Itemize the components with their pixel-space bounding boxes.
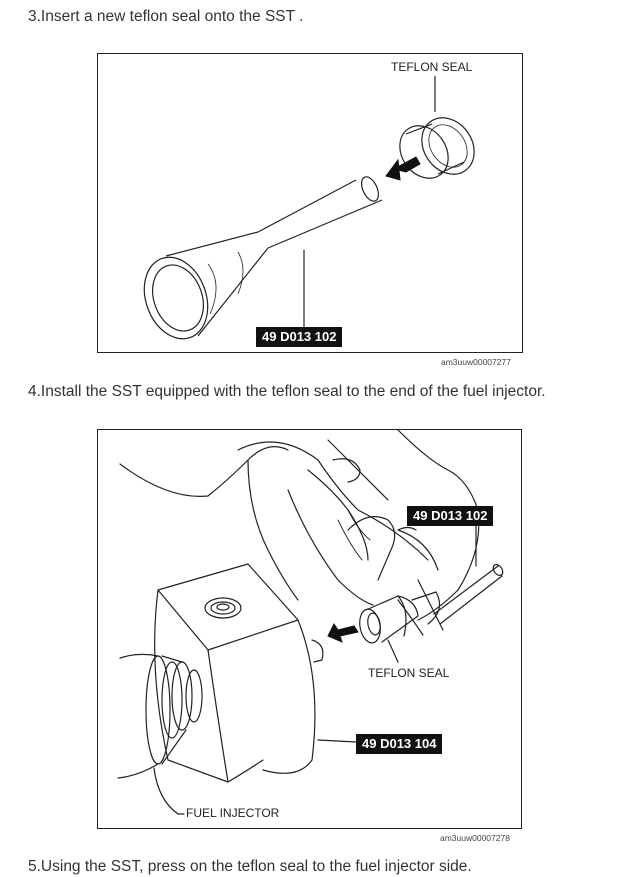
part-number-bottom-badge: 49 D013 104 (356, 734, 443, 754)
step-3-text: 3.Insert a new teflon seal onto the SST … (28, 8, 304, 25)
figure-2-install-sst: 49 D013 102 TEFLON SEAL 49 D013 104 FUEL… (97, 429, 522, 829)
teflon-seal-label: TEFLON SEAL (391, 60, 473, 74)
fuel-injector-label: FUEL INJECTOR (186, 806, 280, 820)
figure-1-illustration (143, 76, 475, 340)
teflon-seal-label: TEFLON SEAL (368, 666, 450, 680)
figure-2-illustration (117, 430, 504, 815)
part-number-top-badge: 49 D013 102 (407, 506, 494, 526)
step-5-text: 5.Using the SST, press on the teflon sea… (28, 858, 472, 875)
step-4-text: 4.Install the SST equipped with the tefl… (28, 383, 546, 400)
figure-1-insert-seal: TEFLON SEAL 49 D013 102 (97, 53, 523, 353)
part-number-badge: 49 D013 102 (256, 327, 343, 347)
figure-1-id: am3uuw00007277 (441, 357, 511, 367)
figure-2-id: am3uuw00007278 (440, 833, 510, 843)
